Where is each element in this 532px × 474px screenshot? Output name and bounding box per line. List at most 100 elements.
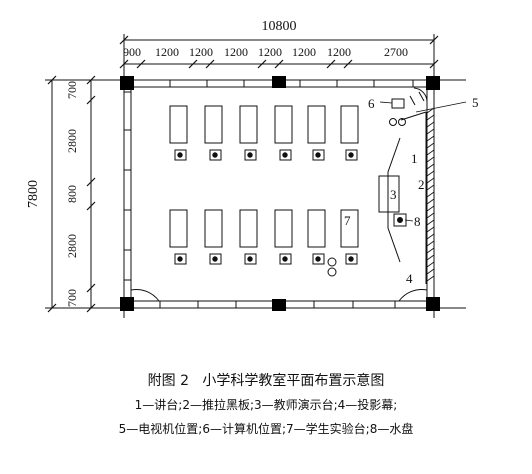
dim-left-seg-4: 2800 xyxy=(65,234,79,258)
bench-sink-dot xyxy=(315,152,321,158)
bench-stool xyxy=(312,149,325,161)
bench-top xyxy=(239,209,258,248)
dim-left-seg-1: 700 xyxy=(65,81,79,99)
dim-tick-top-seg xyxy=(326,59,336,69)
wall-hatch-line xyxy=(426,205,435,212)
dim-tick-left-seg xyxy=(86,95,96,105)
dim-top-seg-1: 900 xyxy=(123,45,141,59)
dim-tick-top-seg xyxy=(188,59,198,69)
dim-tick-left-seg xyxy=(86,177,96,187)
legend-line-1: 1—讲台;2—推拉黑板;3—教师演示台;4—投影幕; xyxy=(134,398,398,412)
dim-top-seg-6: 1200 xyxy=(292,45,316,59)
bench-sink-dot xyxy=(315,256,321,262)
student-bench xyxy=(274,209,293,265)
dim-total-depth: 7800 xyxy=(26,180,41,208)
label-blackboard: 2 xyxy=(418,177,425,192)
dim-top-seg-3: 1200 xyxy=(189,45,213,59)
wall-hatch-line xyxy=(426,121,435,128)
label-tv: 5 xyxy=(472,95,479,110)
doors xyxy=(130,87,428,302)
dim-tick-left-seg xyxy=(86,283,96,293)
bench-top xyxy=(307,209,326,248)
callout-lines xyxy=(379,101,467,222)
bench-stool xyxy=(209,253,222,265)
classroom-floor-plan: 10800 900 1200 1200 1200 1200 1200 1200 … xyxy=(26,19,479,318)
bench-sink-dot xyxy=(348,256,354,262)
figure-number: 附图 2 xyxy=(147,373,189,389)
bench-sink-dot xyxy=(247,152,253,158)
dim-tick-top-seg xyxy=(257,59,267,69)
dim-tick-top-total xyxy=(429,35,439,45)
bench-stool xyxy=(279,149,292,161)
dim-total-width: 10800 xyxy=(262,19,297,34)
label-sink: 8 xyxy=(414,214,421,229)
wall-hatch-line xyxy=(426,198,435,205)
bench-top xyxy=(169,209,188,248)
wall-hatch-line xyxy=(426,184,435,191)
bench-top xyxy=(239,105,258,144)
bench-sink-dot xyxy=(282,152,288,158)
dim-top-seg-5: 1200 xyxy=(258,45,282,59)
dimension-lines xyxy=(45,34,466,318)
student-bench xyxy=(340,209,359,265)
wall-hatch-line xyxy=(426,128,435,135)
dim-top-seg-8: 2700 xyxy=(384,45,408,59)
bench-sink-dot xyxy=(348,152,354,158)
wall-hatching xyxy=(426,107,435,282)
bench-stool xyxy=(244,253,257,265)
student-bench xyxy=(169,209,188,265)
student-bench xyxy=(274,105,293,161)
wall-hatch-line xyxy=(426,226,435,233)
dim-tick-top-seg xyxy=(119,59,129,69)
bench-top xyxy=(274,209,293,248)
dim-left-seg-2: 2800 xyxy=(65,129,79,153)
label-teacher-bench: 3 xyxy=(390,187,397,202)
student-bench xyxy=(307,209,326,265)
student-bench xyxy=(169,105,188,161)
wall-hatch-line xyxy=(426,114,435,121)
dim-tick-left-total xyxy=(47,75,57,85)
dim-left-seg-5: 700 xyxy=(65,289,79,307)
bench-top xyxy=(169,105,188,144)
bench-top xyxy=(340,209,359,248)
windows xyxy=(123,79,414,309)
bench-stool xyxy=(174,253,187,265)
dim-top-seg-7: 1200 xyxy=(327,45,351,59)
wall-hatch-line xyxy=(426,233,435,240)
dim-tick-left-seg xyxy=(86,75,96,85)
wall-hatch-line xyxy=(426,156,435,163)
figure-title: 附图 2 小学科学教室平面布置示意图 xyxy=(0,370,532,390)
dim-top-seg-2: 1200 xyxy=(155,45,179,59)
dim-tick-left-seg xyxy=(86,201,96,211)
student-bench xyxy=(239,209,258,265)
student-bench xyxy=(239,105,258,161)
wall-hatch-line xyxy=(426,254,435,261)
bench-stool xyxy=(209,149,222,161)
dim-tick-top-total xyxy=(119,35,129,45)
bench-stool xyxy=(345,149,358,161)
bench-top xyxy=(307,105,326,144)
student-bench xyxy=(204,209,223,265)
wall-hatch-line xyxy=(426,163,435,170)
bench-sink-dot xyxy=(212,256,218,262)
bench-stool xyxy=(279,253,292,265)
figure-title-text: 小学科学教室平面布置示意图 xyxy=(202,373,385,389)
bench-top xyxy=(340,105,359,144)
bench-sink-dot xyxy=(247,256,253,262)
student-bench xyxy=(204,105,223,161)
bench-top xyxy=(204,105,223,144)
legend-line-2: 5—电视机位置;6—计算机位置;7—学生实验台;8—水盘 xyxy=(118,422,414,436)
label-screen: 4 xyxy=(406,271,413,286)
bench-sink-dot xyxy=(282,256,288,262)
bench-sink-dot xyxy=(177,256,183,262)
dim-tick-top-seg xyxy=(429,59,439,69)
bench-sink-dot xyxy=(212,152,218,158)
wall-hatch-line xyxy=(426,240,435,247)
wall-hatch-line xyxy=(426,170,435,177)
dim-tick-left-total xyxy=(47,303,57,313)
structural-columns xyxy=(120,76,440,311)
dimension-ticks xyxy=(47,35,439,313)
bench-stool xyxy=(244,149,257,161)
bench-top xyxy=(204,209,223,248)
bench-top xyxy=(274,105,293,144)
